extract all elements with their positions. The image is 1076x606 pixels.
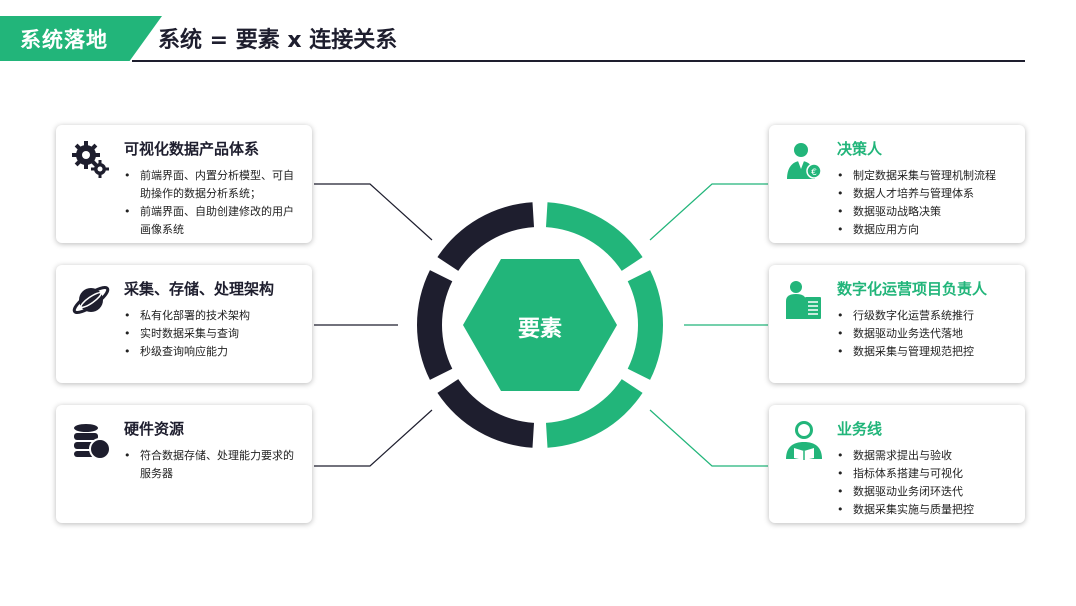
card-title: 可视化数据产品体系 xyxy=(124,140,260,158)
list-item: 数据采集与管理规范把控 xyxy=(837,343,1017,361)
list-item: 数据需求提出与验收 xyxy=(837,447,1017,465)
list-item: 行级数字化运营系统推行 xyxy=(837,307,1017,325)
card-decision-maker: € 决策人 制定数据采集与管理机制流程 数据人才培养与管理体系 数据驱动战略决策… xyxy=(769,125,1025,243)
list-item: 数据人才培养与管理体系 xyxy=(837,185,1017,203)
card-item-list: 前端界面、内置分析模型、可自助操作的数据分析系统； 前端界面、自助创建修改的用户… xyxy=(124,167,304,239)
connector-left-top xyxy=(314,183,433,241)
list-item: 私有化部署的技术架构 xyxy=(124,307,304,325)
ring-segment-bottom-right xyxy=(545,379,643,448)
card-title: 决策人 xyxy=(837,140,883,158)
ring-segment-left xyxy=(416,270,453,380)
card-business-line: 业务线 数据需求提出与验收 指标体系搭建与可视化 数据驱动业务闭环迭代 数据采集… xyxy=(769,405,1025,523)
gears-icon xyxy=(70,139,112,181)
ring-segment-right xyxy=(627,270,663,380)
connector-right-bottom xyxy=(649,409,768,467)
header-tag-label: 系统落地 xyxy=(20,28,108,52)
left-connectors xyxy=(314,183,433,467)
card-hardware: 硬件资源 符合数据存储、处理能力要求的服务器 xyxy=(56,405,312,523)
center-label: 要素 xyxy=(517,317,562,342)
card-product-system: 可视化数据产品体系 前端界面、内置分析模型、可自助操作的数据分析系统； 前端界面… xyxy=(56,125,312,243)
card-architecture: 采集、存储、处理架构 私有化部署的技术架构 实时数据采集与查询 秒级查询响应能力 xyxy=(56,265,312,383)
list-item: 符合数据存储、处理能力要求的服务器 xyxy=(124,447,304,483)
header-tag xyxy=(0,16,162,61)
list-item: 数据驱动业务闭环迭代 xyxy=(837,483,1017,501)
card-title: 数字化运营项目负责人 xyxy=(837,280,988,298)
list-item: 数据采集实施与质量把控 xyxy=(837,501,1017,519)
card-title: 硬件资源 xyxy=(124,420,185,438)
ring-segments xyxy=(416,202,663,448)
database-icon xyxy=(70,419,112,461)
project-owner-icon xyxy=(783,279,825,321)
card-item-list: 符合数据存储、处理能力要求的服务器 xyxy=(124,447,304,483)
list-item: 数据驱动战略决策 xyxy=(837,203,1017,221)
card-title: 采集、存储、处理架构 xyxy=(124,280,275,298)
card-project-owner: 数字化运营项目负责人 行级数字化运营系统推行 数据驱动业务迭代落地 数据采集与管… xyxy=(769,265,1025,383)
card-item-list: 数据需求提出与验收 指标体系搭建与可视化 数据驱动业务闭环迭代 数据采集实施与质… xyxy=(837,447,1017,519)
list-item: 秒级查询响应能力 xyxy=(124,343,304,361)
connector-left-bottom xyxy=(314,409,433,467)
card-title: 业务线 xyxy=(837,420,883,438)
list-item: 制定数据采集与管理机制流程 xyxy=(837,167,1017,185)
ring-segment-bottom-left xyxy=(437,379,535,448)
ring-segment-top-right xyxy=(545,202,643,271)
ring-segment-top-left xyxy=(437,202,535,271)
list-item: 实时数据采集与查询 xyxy=(124,325,304,343)
card-item-list: 行级数字化运营系统推行 数据驱动业务迭代落地 数据采集与管理规范把控 xyxy=(837,307,1017,361)
business-line-icon xyxy=(783,419,825,461)
card-item-list: 私有化部署的技术架构 实时数据采集与查询 秒级查询响应能力 xyxy=(124,307,304,361)
title-divider xyxy=(132,60,1025,62)
card-item-list: 制定数据采集与管理机制流程 数据人才培养与管理体系 数据驱动战略决策 数据应用方… xyxy=(837,167,1017,239)
center-hexagon xyxy=(463,259,617,391)
list-item: 数据驱动业务迭代落地 xyxy=(837,325,1017,343)
svg-text:€: € xyxy=(811,168,817,178)
page-title: 系统 = 要素 x 连接关系 xyxy=(158,28,398,53)
list-item: 前端界面、内置分析模型、可自助操作的数据分析系统； xyxy=(124,167,304,203)
list-item: 指标体系搭建与可视化 xyxy=(837,465,1017,483)
connector-right-top xyxy=(649,183,768,241)
right-connectors xyxy=(649,183,768,467)
planet-icon xyxy=(70,279,112,321)
decision-maker-icon: € xyxy=(783,139,825,181)
list-item: 前端界面、自助创建修改的用户画像系统 xyxy=(124,203,304,239)
list-item: 数据应用方向 xyxy=(837,221,1017,239)
